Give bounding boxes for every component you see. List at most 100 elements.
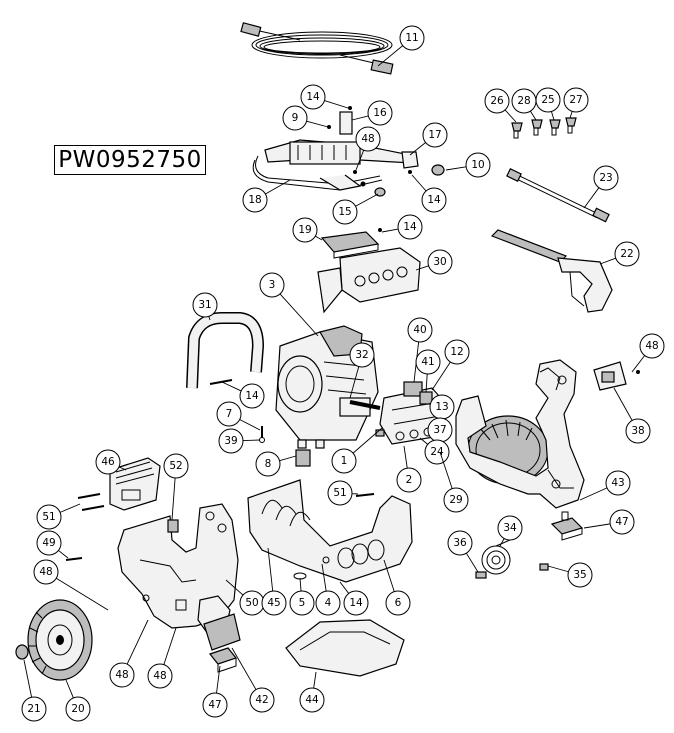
callout-number: 2 xyxy=(406,474,413,486)
callout-13: 13 xyxy=(429,394,455,420)
callout-number: 40 xyxy=(413,324,426,336)
callout-number: 47 xyxy=(615,516,628,528)
callout-number: 1 xyxy=(341,455,348,467)
leader-line xyxy=(349,366,360,399)
leader-line xyxy=(355,150,365,171)
callout-31: 31 xyxy=(192,292,218,321)
callout-50: 50 xyxy=(225,579,265,616)
callout-circle xyxy=(444,339,470,365)
callout-18: 18 xyxy=(242,179,291,213)
shaft-coupler xyxy=(295,449,311,467)
center-base xyxy=(247,479,413,583)
leader-line xyxy=(499,538,505,547)
leader-line xyxy=(208,316,211,321)
control-bracket xyxy=(593,361,640,391)
callout-number: 44 xyxy=(305,694,319,706)
callout-number: 26 xyxy=(490,95,504,107)
hose-part xyxy=(240,22,394,75)
callout-number: 42 xyxy=(255,694,268,706)
callout-circle xyxy=(261,590,287,616)
callout-4: 4 xyxy=(315,563,341,616)
callout-number: 18 xyxy=(248,194,261,206)
callout-circle xyxy=(484,88,510,114)
callout-circle xyxy=(36,504,62,530)
callout-26: 26 xyxy=(484,88,517,123)
leader-line xyxy=(504,109,517,123)
callout-number: 5 xyxy=(299,597,306,609)
callout-41: 41 xyxy=(415,349,441,393)
callout-29: 29 xyxy=(439,451,469,513)
callout-12: 12 xyxy=(431,339,470,391)
callout-circle xyxy=(424,439,450,465)
leader-line xyxy=(242,439,261,442)
callout-circle xyxy=(109,662,135,688)
roll-bar xyxy=(186,312,265,389)
callout-52: 52 xyxy=(163,453,189,521)
callout-number: 20 xyxy=(71,703,84,715)
leader-line xyxy=(631,355,646,373)
callout-circle xyxy=(242,187,268,213)
leader-line xyxy=(403,445,408,469)
leader-line xyxy=(58,550,69,559)
callout-16: 16 xyxy=(351,100,393,126)
callout-43: 43 xyxy=(579,470,631,501)
callout-circle xyxy=(497,515,523,541)
leader-line xyxy=(216,665,221,694)
leader-line xyxy=(299,577,302,592)
leader-line xyxy=(551,111,555,121)
callout-circle xyxy=(427,249,453,275)
leader-line xyxy=(530,110,537,121)
callout-number: 43 xyxy=(611,477,624,489)
callout-circle xyxy=(299,687,325,713)
callout-39: 39 xyxy=(218,428,261,454)
callout-48: 48 xyxy=(109,619,149,688)
leader-line xyxy=(239,419,261,431)
callout-20: 20 xyxy=(65,679,91,722)
rubber-foot-left xyxy=(208,647,238,673)
callout-circle xyxy=(535,87,561,113)
callout-circle xyxy=(609,509,635,535)
callout-number: 15 xyxy=(338,206,351,218)
spray-gun xyxy=(490,229,613,313)
callout-14: 14 xyxy=(221,381,265,409)
callout-number: 29 xyxy=(449,494,462,506)
callout-number: 3 xyxy=(269,279,276,291)
callout-number: 38 xyxy=(631,425,644,437)
leader-line xyxy=(569,111,573,119)
callout-45: 45 xyxy=(261,547,287,616)
callout-21: 21 xyxy=(21,659,47,722)
callout-22: 22 xyxy=(599,241,640,267)
callout-25: 25 xyxy=(535,87,561,121)
callout-circle xyxy=(36,530,62,556)
leader-line xyxy=(163,627,177,665)
leader-line xyxy=(431,361,451,391)
callout-number: 17 xyxy=(428,129,441,141)
leader-line xyxy=(465,552,479,573)
callout-number: 27 xyxy=(569,94,582,106)
callout-number: 35 xyxy=(573,569,586,581)
callout-47: 47 xyxy=(202,665,228,718)
callout-51: 51 xyxy=(36,503,81,530)
callout-circle xyxy=(216,401,242,427)
small-hardware xyxy=(327,106,445,232)
callout-6: 6 xyxy=(383,559,411,616)
callout-number: 28 xyxy=(517,95,530,107)
callout-circle xyxy=(399,25,425,51)
leader-line xyxy=(439,451,453,489)
handle-frame-part xyxy=(252,111,419,191)
callout-49: 49 xyxy=(36,530,69,559)
callout-circle xyxy=(367,100,393,126)
leader-line xyxy=(267,547,274,592)
leader-line xyxy=(579,487,608,501)
callout-48: 48 xyxy=(355,126,381,171)
hose-guard-spring xyxy=(475,539,549,579)
callout-38: 38 xyxy=(613,387,651,444)
callout-number: 48 xyxy=(115,669,128,681)
leader-line xyxy=(306,120,329,128)
callout-circle xyxy=(300,84,326,110)
callout-number: 14 xyxy=(427,194,441,206)
leader-line xyxy=(583,187,600,209)
callout-circle xyxy=(447,530,473,556)
leader-line xyxy=(171,477,176,521)
